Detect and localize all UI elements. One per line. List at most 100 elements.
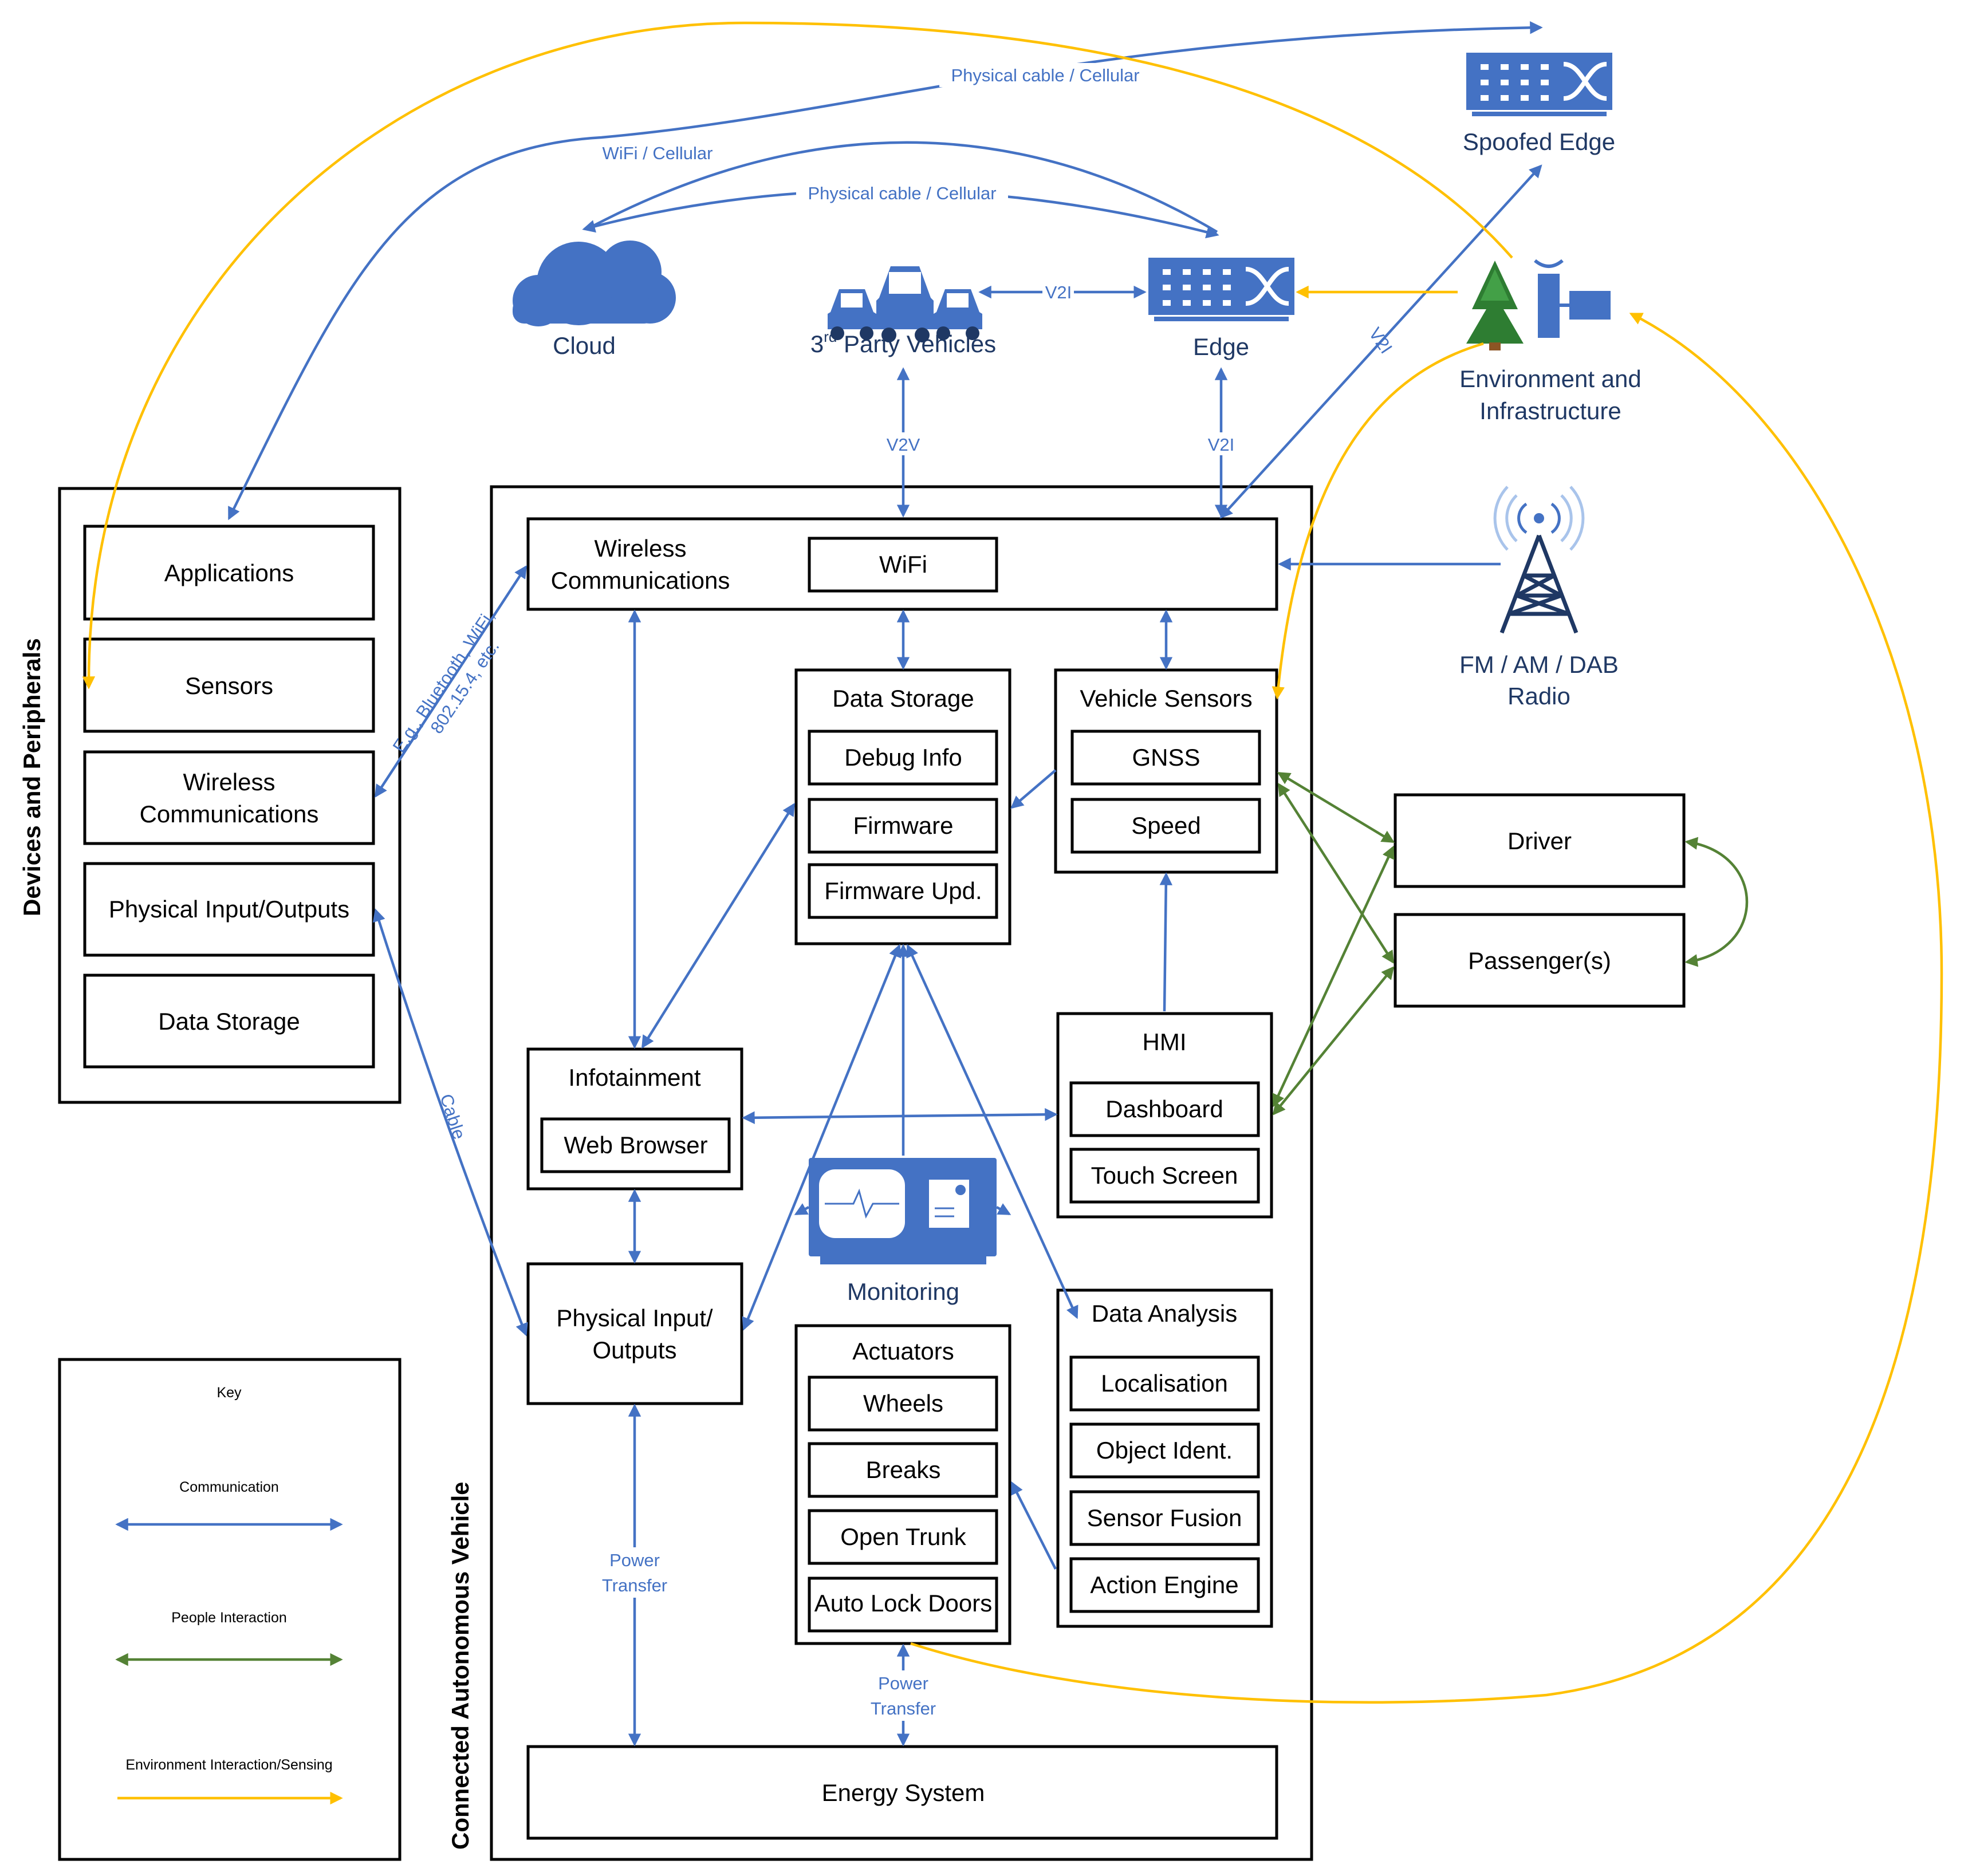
- device-sensors: Sensors: [83, 637, 375, 733]
- label-v2i-edge-vehicle: V2I: [1208, 435, 1235, 455]
- touch-screen: [1069, 1148, 1260, 1204]
- svg-text:Wheels: Wheels: [863, 1390, 943, 1417]
- device-physical-io: Physical Input/Outputs: [83, 862, 375, 957]
- label-v2i-vehicles-edge: V2I: [1045, 282, 1072, 302]
- gnss: [1070, 730, 1261, 786]
- radio-label-line1: FM / AM / DAB: [1459, 651, 1619, 678]
- svg-text:Object Ident.: Object Ident.: [1096, 1437, 1233, 1464]
- svg-text:Physical Input/: Physical Input/: [556, 1304, 713, 1331]
- auto-lock-doors: [808, 1577, 998, 1633]
- svg-text:Touch Screen: Touch Screen: [1091, 1162, 1238, 1189]
- label-physical-cable-cellular-mid: Physical cable / Cellular: [808, 183, 996, 203]
- firmware-update: [808, 863, 998, 919]
- monitoring-icon: Monitoring: [809, 1158, 997, 1305]
- vehicle-data-storage: Data Storage Debug Info Firmware Firmwar…: [794, 668, 1011, 945]
- svg-text:Key: Key: [217, 1385, 242, 1401]
- device-applications: Applications: [83, 525, 375, 621]
- svg-text:Vehicle Sensors: Vehicle Sensors: [1080, 685, 1252, 712]
- debug-info: [808, 730, 998, 786]
- spoofed-edge-label: Spoofed Edge: [1463, 128, 1615, 155]
- svg-text:Firmware: Firmware: [853, 812, 954, 839]
- cloud-label: Cloud: [553, 332, 616, 359]
- firmware: [808, 798, 998, 854]
- label-v2v: V2V: [887, 435, 920, 455]
- svg-text:HMI: HMI: [1143, 1028, 1187, 1055]
- speed: [1070, 798, 1261, 854]
- svg-text:WiFi: WiFi: [879, 551, 927, 578]
- open-trunk: [808, 1509, 998, 1565]
- environment-connectors: [82, 21, 1943, 1704]
- svg-text:Sensor Fusion: Sensor Fusion: [1087, 1504, 1242, 1531]
- sensor-fusion: [1069, 1490, 1260, 1546]
- svg-text:Communications: Communications: [551, 567, 730, 594]
- label-physical-cable-cellular-top: Physical cable / Cellular: [951, 65, 1139, 85]
- energy-system: Energy System: [526, 1745, 1278, 1840]
- svg-text:Sensors: Sensors: [185, 672, 273, 699]
- svg-text:Data Storage: Data Storage: [158, 1008, 300, 1035]
- svg-text:Debug Info: Debug Info: [844, 744, 962, 771]
- svg-text:Outputs: Outputs: [592, 1337, 676, 1363]
- svg-text:Physical Input/Outputs: Physical Input/Outputs: [109, 896, 349, 923]
- vehicle-group-label: Connected Autonomous Vehicle: [447, 1481, 474, 1850]
- svg-text:Dashboard: Dashboard: [1105, 1095, 1223, 1122]
- vehicle-physical-io: Physical Input/ Outputs: [526, 1262, 743, 1405]
- label-power-transfer-1-line2: Transfer: [602, 1575, 667, 1595]
- edge-server-icon: [1148, 258, 1294, 321]
- third-party-vehicles-label: 3rd Party Vehicles: [810, 328, 996, 357]
- environment-label-line2: Infrastructure: [1479, 397, 1621, 424]
- spoofed-edge-server-icon: [1466, 53, 1612, 116]
- svg-text:Wireless: Wireless: [594, 535, 686, 562]
- label-wifi-cellular: WiFi / Cellular: [603, 143, 713, 163]
- svg-text:Firmware Upd.: Firmware Upd.: [824, 877, 982, 904]
- label-power-transfer-2-line1: Power: [878, 1673, 928, 1693]
- svg-text:Actuators: Actuators: [852, 1338, 954, 1365]
- svg-text:Passenger(s): Passenger(s): [1468, 947, 1611, 974]
- svg-text:Breaks: Breaks: [866, 1456, 941, 1483]
- svg-text:Wireless: Wireless: [183, 768, 275, 795]
- radio-label-line2: Radio: [1507, 683, 1570, 710]
- driver-box: Driver: [1394, 793, 1686, 888]
- data-analysis: Data Analysis Localisation Object Ident.…: [1056, 1288, 1273, 1628]
- svg-text:Communication: Communication: [179, 1479, 279, 1495]
- wheels: [808, 1376, 998, 1432]
- svg-text:Environment Interaction/Sensin: Environment Interaction/Sensing: [125, 1757, 332, 1773]
- cloud-icon: [513, 241, 676, 326]
- hmi: HMI Dashboard Touch Screen: [1056, 1012, 1273, 1219]
- actuators: Actuators Wheels Breaks Open Trunk Auto …: [794, 1324, 1011, 1645]
- svg-text:Applications: Applications: [164, 559, 294, 586]
- svg-text:Speed: Speed: [1131, 812, 1200, 839]
- edge-label: Edge: [1193, 333, 1249, 360]
- localisation: [1069, 1355, 1260, 1412]
- svg-text:Web Browser: Web Browser: [564, 1132, 707, 1158]
- passengers-box: Passenger(s): [1394, 913, 1686, 1008]
- vehicle-sensors: Vehicle Sensors GNSS Speed: [1054, 668, 1278, 874]
- label-power-transfer-1-line1: Power: [609, 1550, 660, 1570]
- wifi-module: [808, 537, 998, 593]
- radio-tower-icon: [1493, 486, 1585, 634]
- infotainment: Infotainment Web Browser: [526, 1047, 743, 1191]
- svg-text:Action Engine: Action Engine: [1090, 1571, 1238, 1598]
- devices-group-label: Devices and Peripherals: [18, 638, 45, 916]
- device-wireless-communications: Wireless Communications: [83, 750, 375, 845]
- breaks: [808, 1442, 998, 1498]
- legend: Key Communication People Interaction Env…: [58, 1358, 402, 1861]
- svg-text:Data Storage: Data Storage: [832, 685, 974, 712]
- svg-text:Energy System: Energy System: [822, 1779, 985, 1806]
- label-cable: Cable: [436, 1091, 469, 1142]
- device-data-storage: Data Storage: [83, 974, 375, 1069]
- svg-text:Infotainment: Infotainment: [568, 1064, 700, 1091]
- svg-text:Localisation: Localisation: [1101, 1370, 1228, 1397]
- environment-label-line1: Environment and: [1459, 365, 1642, 392]
- svg-text:Data Analysis: Data Analysis: [1092, 1300, 1237, 1327]
- dashboard: [1069, 1081, 1260, 1137]
- action-engine: [1069, 1557, 1260, 1613]
- svg-text:Open Trunk: Open Trunk: [840, 1523, 966, 1550]
- monitoring-label: Monitoring: [847, 1278, 959, 1305]
- svg-text:People Interaction: People Interaction: [171, 1610, 287, 1626]
- tree-icon: [1466, 261, 1524, 350]
- people-connectors: [1272, 772, 1749, 1116]
- vehicle-wireless-communications: Wireless Communications WiFi: [526, 517, 1278, 611]
- label-power-transfer-2-line2: Transfer: [871, 1698, 936, 1719]
- object-identification: [1069, 1422, 1260, 1479]
